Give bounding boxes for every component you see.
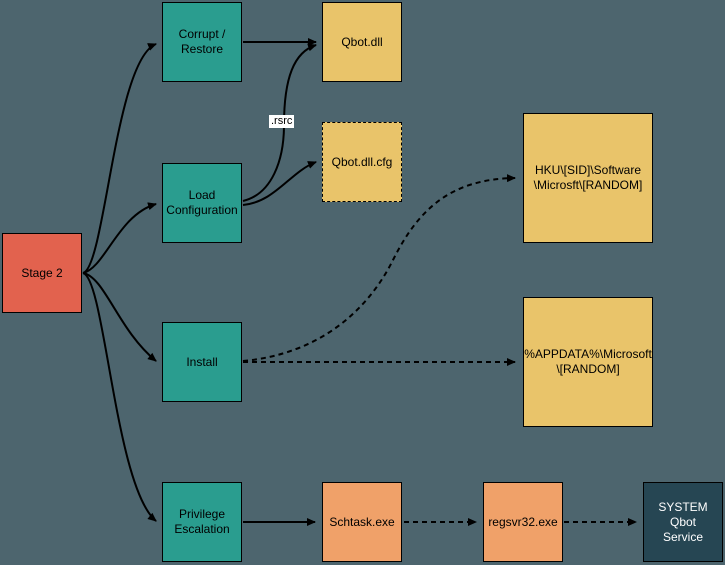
edge-install-to-hku-registry: [242, 174, 516, 362]
node-qbot-dll-cfg: Qbot.dll.cfg: [322, 122, 402, 202]
node-label: Stage 2: [21, 265, 63, 280]
edge-label-rsrc: .rsrc: [269, 115, 295, 128]
node-label: Privilege: [178, 507, 226, 521]
node-label: Install: [186, 354, 218, 369]
node-label: %APPDATA%\Microsoft: [524, 347, 652, 361]
node-label: Escalation: [174, 522, 230, 536]
node-label: Qbot.dll.cfg: [331, 154, 393, 169]
edge-stage2-to-install: [82, 272, 157, 362]
edge-stage2-to-privilege-escalation: [82, 272, 157, 522]
edge-stage2-to-load-configuration: [82, 202, 157, 274]
node-label: \Microsft\[RANDOM]: [533, 178, 643, 192]
node-regsvr32-exe: regsvr32.exe: [483, 482, 563, 562]
node-label: Service: [662, 529, 703, 544]
node-label: Qbot.dll: [341, 34, 383, 49]
node-system-qbot-service: SYSTEM Qbot Service: [643, 482, 723, 562]
node-label: SYSTEM: [658, 499, 708, 514]
node-stage-2: Stage 2: [2, 233, 82, 313]
node-label: Schtask.exe: [329, 514, 395, 529]
node-label: Qbot: [669, 514, 696, 529]
node-label: Corrupt /: [178, 27, 226, 41]
node-hku-registry-path: HKU\[SID]\Software \Microsft\[RANDOM]: [523, 113, 653, 243]
node-load-configuration: Load Configuration: [162, 163, 242, 243]
node-privilege-escalation: Privilege Escalation: [162, 482, 242, 562]
node-label: HKU\[SID]\Software: [534, 163, 642, 177]
edge-stage2-to-corrupt-restore: [82, 43, 157, 274]
node-install: Install: [162, 322, 242, 402]
node-corrupt-restore: Corrupt / Restore: [162, 2, 242, 82]
edge-load-configuration-to-qbot-dll-cfg: [242, 161, 317, 206]
node-appdata-path: %APPDATA%\Microsoft \[RANDOM]: [523, 297, 653, 427]
node-label: Configuration: [166, 203, 238, 217]
node-label: regsvr32.exe: [488, 514, 558, 529]
node-qbot-dll: Qbot.dll: [322, 2, 402, 82]
node-label: Restore: [180, 42, 224, 56]
node-schtask-exe: Schtask.exe: [322, 482, 402, 562]
node-label: \[RANDOM]: [556, 362, 620, 376]
node-label: Load: [188, 188, 216, 202]
